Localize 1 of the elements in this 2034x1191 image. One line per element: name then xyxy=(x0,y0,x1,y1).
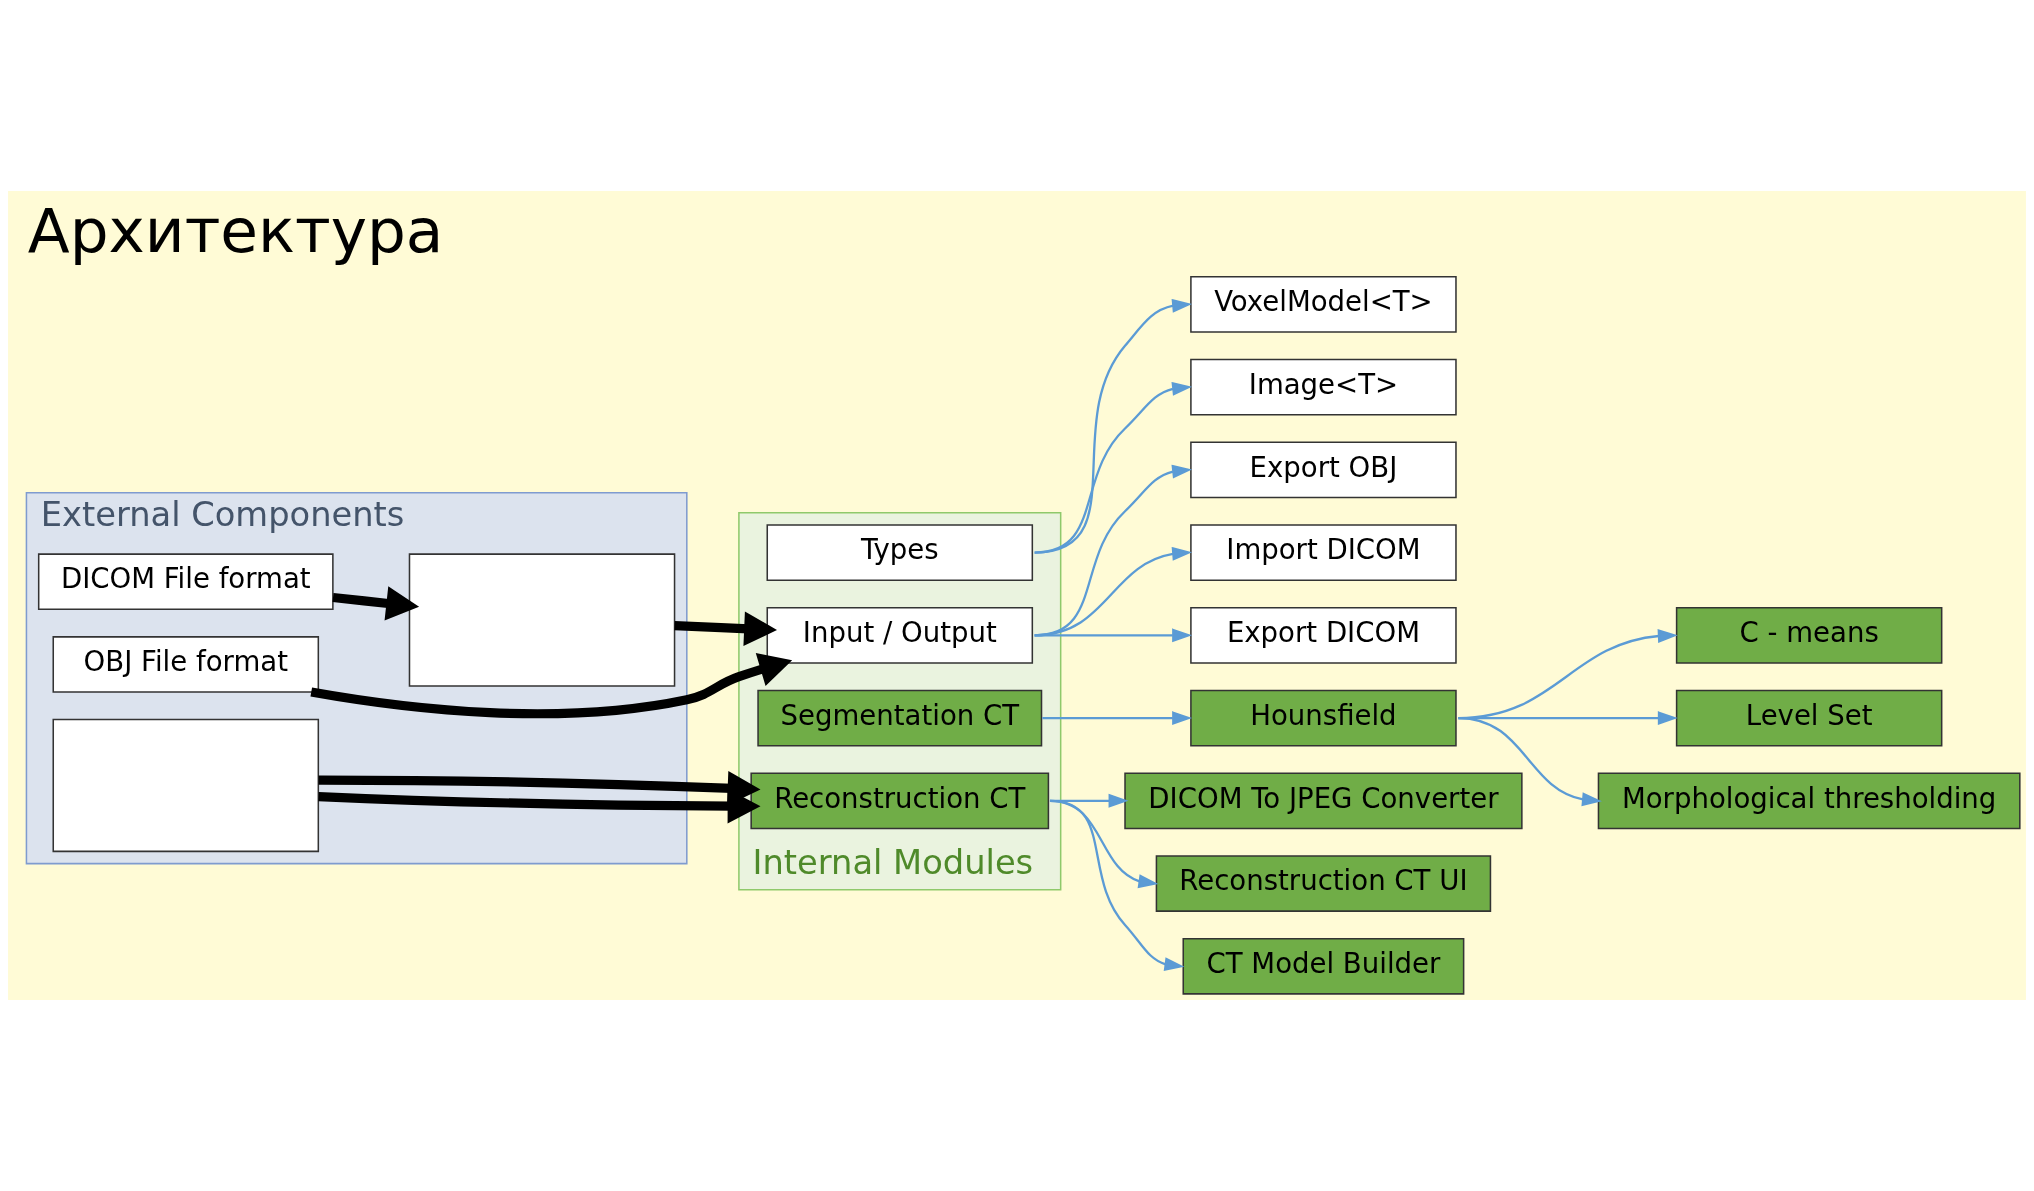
diagram-title: Архитектура xyxy=(27,195,444,267)
